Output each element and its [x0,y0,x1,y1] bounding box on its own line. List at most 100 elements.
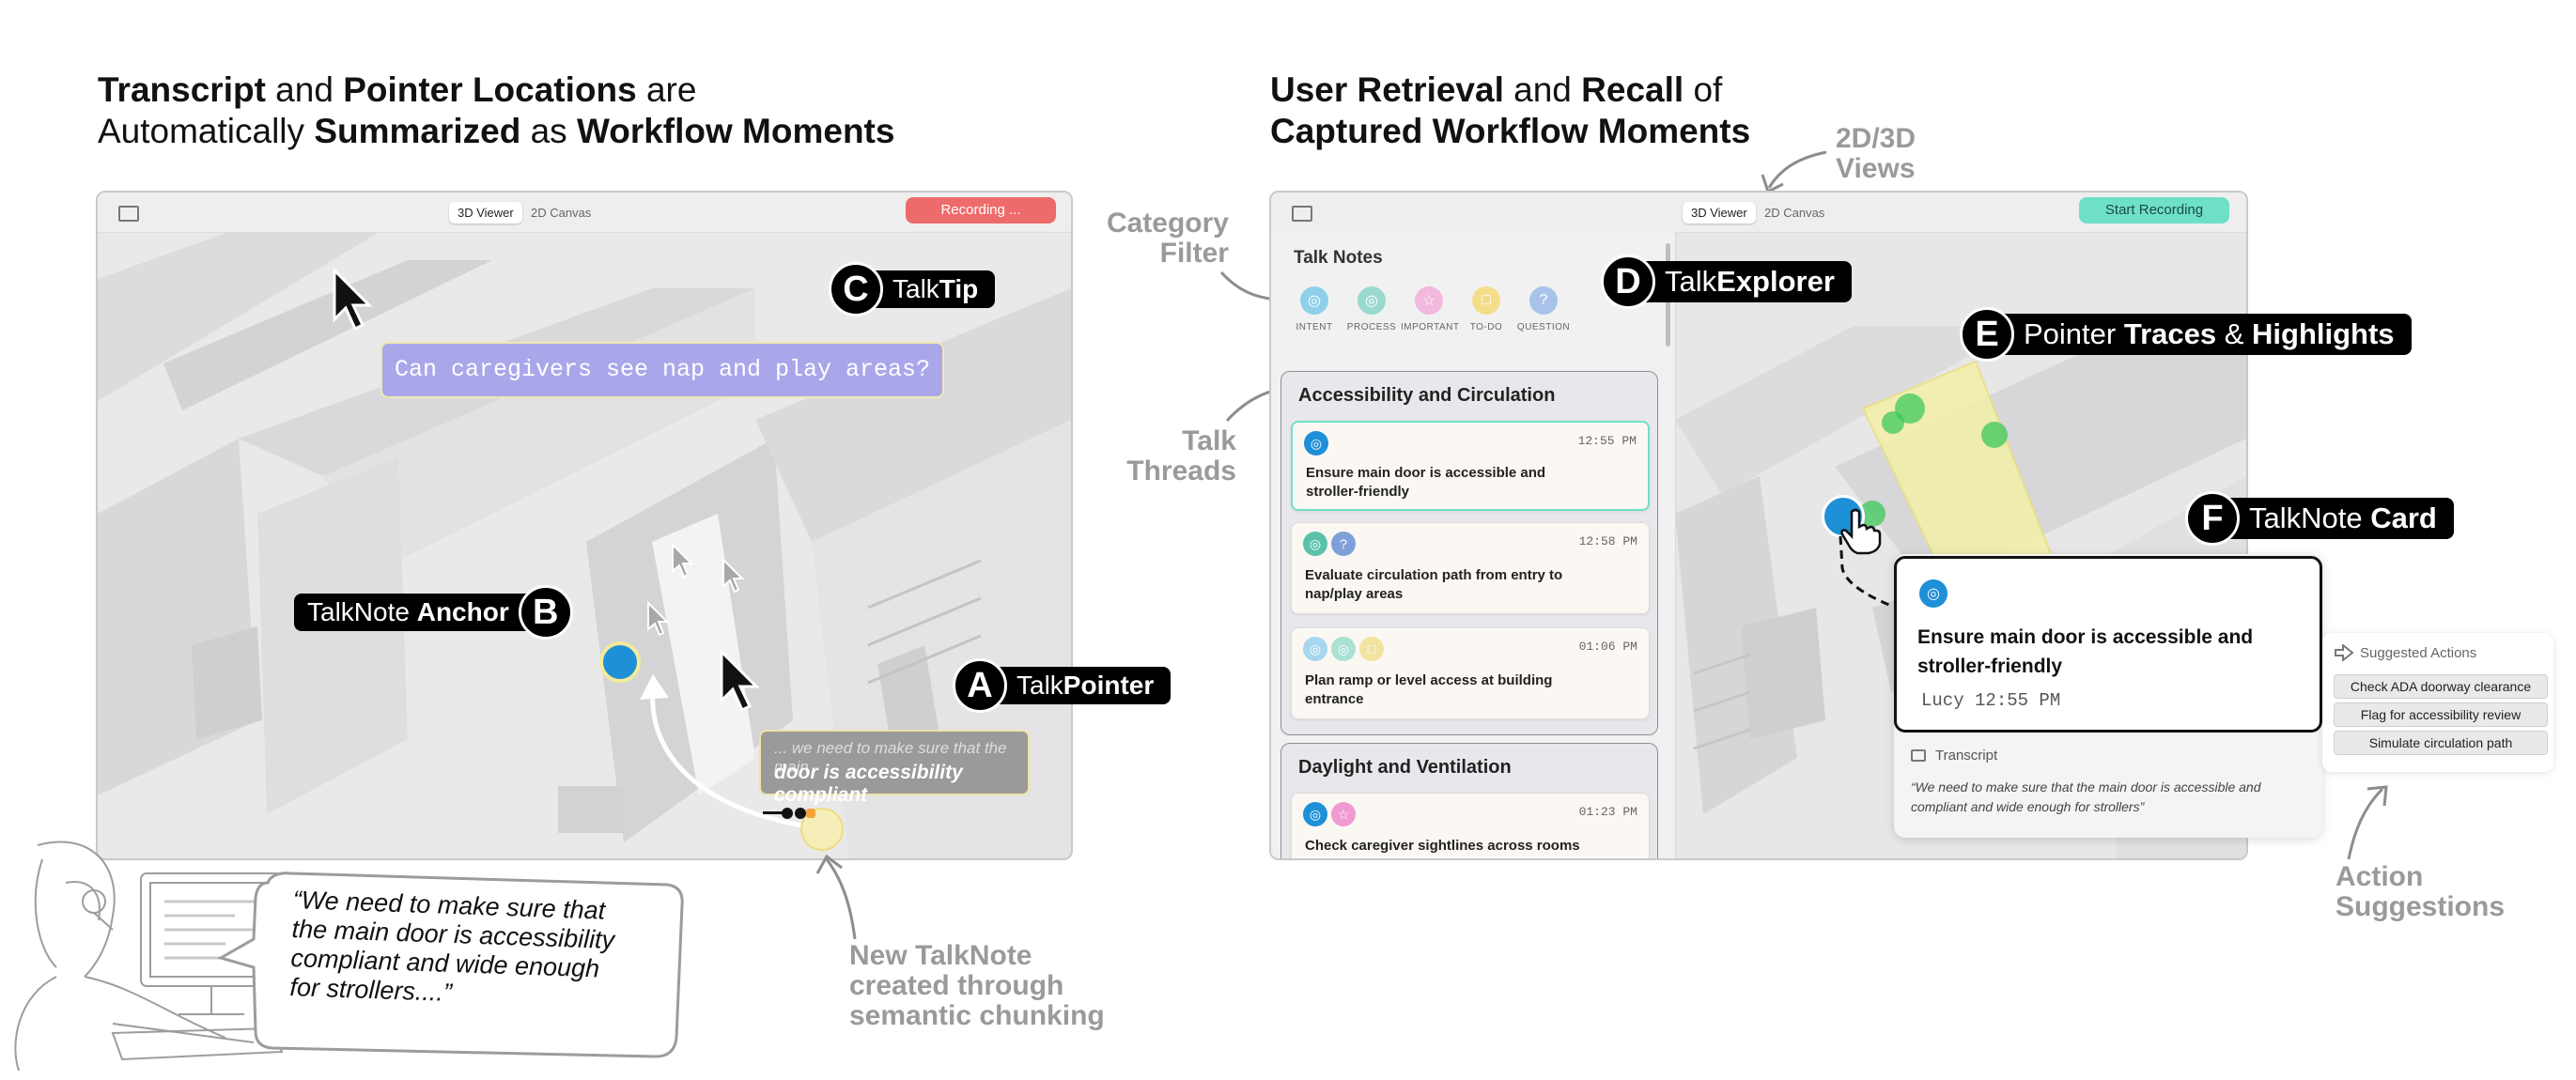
pointer-caption-line2: door is accessibility compliant [774,762,963,806]
filter-process[interactable]: ◎PROCESS [1343,286,1400,332]
action-arrowhead [2367,785,2388,807]
tab-2d-canvas[interactable]: 2D Canvas [531,206,592,220]
action-arrow [2347,787,2384,860]
pointer-caption: ... we need to make sure that the main d… [761,732,1028,806]
talknote-item[interactable]: ◎ 12:55 PM Ensure main door is accessibl… [1291,421,1650,511]
intent-icon: ◎ [1304,431,1328,455]
new-talknote-arrowhead [815,854,843,874]
recording-button[interactable]: Recording ... [906,197,1056,224]
note-time: 01:23 PM [1578,805,1637,819]
action-button-ada[interactable]: Check ADA doorway clearance [2334,674,2548,699]
views-arrow [1767,150,1827,189]
heading-bold: Summarized [314,112,521,150]
note-title-line: Check caregiver sightlines across rooms [1305,838,1580,854]
label-text-bold: Anchor [416,597,509,626]
annotation-line: Threads [1126,455,1236,486]
important-icon: ☆ [1331,802,1356,826]
tab-2d-canvas[interactable]: 2D Canvas [1764,206,1825,220]
note-title-line: nap/play areas [1305,586,1404,602]
intent-icon: ◎ [1303,802,1327,826]
pointer-traces-label: E Pointer Traces & Highlights [1960,307,2412,362]
talknote-card[interactable]: ◎ Ensure main door is accessible and str… [1894,556,2322,733]
filter-intent[interactable]: ◎ INTENT [1286,286,1342,332]
heading-text: Automatically [98,112,315,150]
label-text-bold: Pointer [1063,671,1155,700]
annotation-line: created through [849,970,1064,1001]
new-talknote-arrow [825,858,857,940]
todo-icon: □ [1472,286,1500,315]
talktip-question: Can caregivers see nap and play areas? [382,344,942,396]
heading-bold: Captured Workflow Moments [1270,112,1751,150]
talknote-item[interactable]: ◎ ? 12:58 PM Evaluate circulation path f… [1291,522,1650,614]
process-icon: ◎ [1303,532,1327,556]
action-button-flag[interactable]: Flag for accessibility review [2334,702,2548,727]
hand-cursor-icon [1840,508,1882,555]
filter-label: QUESTION [1516,322,1571,332]
label-text-bold: Tip [939,274,979,303]
annotation-line: Suggestions [2335,891,2506,922]
label-text: Talk [1665,265,1717,298]
label-letter-badge: A [953,658,1007,713]
action-button-simulate[interactable]: Simulate circulation path [2334,731,2548,755]
faded-cursor-icon [672,542,694,579]
mouse-cursor-icon [333,267,373,332]
intent-icon: ◎ [1303,637,1327,661]
transcript-line: compliant and wide enough for strollers” [1911,799,2145,814]
filter-label: IMPORTANT [1401,322,1460,332]
heading-text: as [520,112,577,150]
talk-notes-panel: Talk Notes ◎INTENT◎PROCESS☆IMPORTANT□TO-… [1271,232,1676,858]
filter-label: PROCESS [1346,322,1397,332]
todo-icon: □ [1359,637,1384,661]
transcript-label: Transcript [1935,748,1998,764]
heading-bold: User Retrieval [1270,70,1504,109]
card-title: Ensure main door is accessible and strol… [1917,623,2253,681]
note-title-line: Plan ramp or level access at building [1305,672,1553,688]
filter-label: INTENT [1296,322,1333,332]
start-recording-button[interactable]: Start Recording [2079,197,2229,224]
label-letter-badge: F [2185,491,2240,546]
dashed-connector [1839,535,1892,608]
faded-cursor-icon [722,557,745,594]
left-top-bar: 3D Viewer 2D Canvas Recording ... [98,193,1071,233]
talknote-item[interactable]: ◎ ◎ □ 01:06 PM Plan ramp or level access… [1291,627,1650,719]
filter-important[interactable]: ☆IMPORTANT [1401,286,1460,332]
label-text: TalkNote [2249,501,2371,534]
note-title-line: stroller-friendly [1306,484,1410,500]
annotation-line: Talk [1182,425,1236,456]
category-filter-annotation: Category Filter [1101,208,1229,269]
suggested-actions-title: Suggested Actions [2360,645,2477,661]
pointer-caption-line1: ... we need to make sure that the main [774,739,1007,776]
tab-3d-viewer[interactable]: 3D Viewer [1683,202,1756,224]
right-heading: User Retrieval and Recall of Captured Wo… [1270,69,1750,152]
right-top-bar: 3D Viewer 2D Canvas Start Recording [1271,193,2246,233]
label-letter-badge: E [1960,307,2014,362]
talk-thread-accessibility: Accessibility and Circulation ◎ 12:55 PM… [1280,371,1658,735]
filter-todo[interactable]: □TO-DO [1458,286,1514,332]
folder-icon[interactable] [118,206,139,222]
filter-question[interactable]: ?QUESTION [1515,286,1572,332]
note-time: 01:06 PM [1578,640,1637,654]
talknote-item[interactable]: ◎ ☆ 01:23 PM Check caregiver sightlines … [1291,793,1650,858]
heading-text: of [1684,70,1723,109]
card-title-line: Ensure main door is accessible and [1917,626,2254,648]
note-title-line: Evaluate circulation path from entry to [1305,567,1563,583]
talk-thread-daylight: Daylight and Ventilation ◎ ☆ 01:23 PM Ch… [1280,743,1658,858]
label-text: TalkNote [307,597,417,626]
note-title-line: Ensure main door is accessible and [1306,465,1546,481]
speech-bubble-text: “We need to make sure that the main door… [289,886,669,1015]
mouse-cursor-icon [720,648,760,713]
label-letter-badge: B [518,585,573,640]
folder-icon[interactable] [1292,206,1312,222]
label-text-bold: Card [2370,501,2437,534]
note-time: 12:58 PM [1578,534,1637,548]
note-time: 12:55 PM [1577,434,1637,448]
annotation-line: Filter [1159,238,1229,269]
tab-3d-viewer[interactable]: 3D Viewer [449,202,522,224]
intent-icon: ◎ [1300,286,1328,315]
label-text-bold: Traces [2123,317,2217,350]
microphone-icon [763,808,815,819]
